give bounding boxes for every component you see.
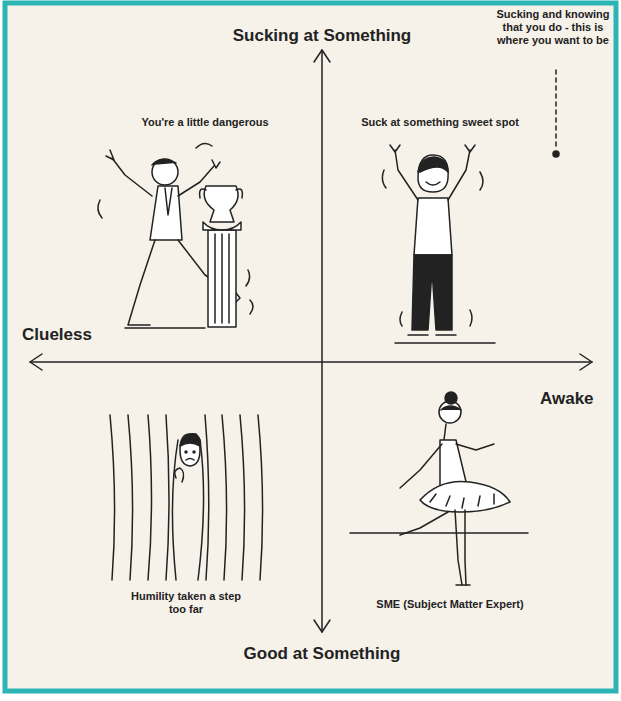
leader-dot <box>553 151 559 157</box>
quadrant-label: You're a little dangerous <box>120 116 290 129</box>
axis-label: Sucking at Something <box>172 26 472 46</box>
horizontal-axis <box>30 361 592 363</box>
curtain-figure <box>110 415 263 580</box>
axis-label: Good at Something <box>172 644 472 664</box>
teal-frame <box>5 3 616 691</box>
quadrant-label: SME (Subject Matter Expert) <box>360 598 540 611</box>
quadrant-label: Suck at something sweet spot <box>355 116 525 129</box>
quadrant-label: Humility taken a step too far <box>130 590 242 616</box>
ballerina-figure <box>350 392 528 585</box>
leader-line <box>555 70 557 150</box>
axis-label: Awake <box>540 389 620 409</box>
axis-arrowhead <box>314 620 330 632</box>
man-kicking-figure <box>98 143 253 328</box>
woman-dancing-figure <box>382 145 495 343</box>
callout-note: Sucking and knowing that you do - this i… <box>494 8 612 48</box>
axis-arrowhead <box>580 354 592 370</box>
axis-arrowhead <box>314 50 330 62</box>
vertical-axis <box>321 50 323 632</box>
axis-label: Clueless <box>22 325 142 345</box>
axis-arrowhead <box>30 354 42 370</box>
